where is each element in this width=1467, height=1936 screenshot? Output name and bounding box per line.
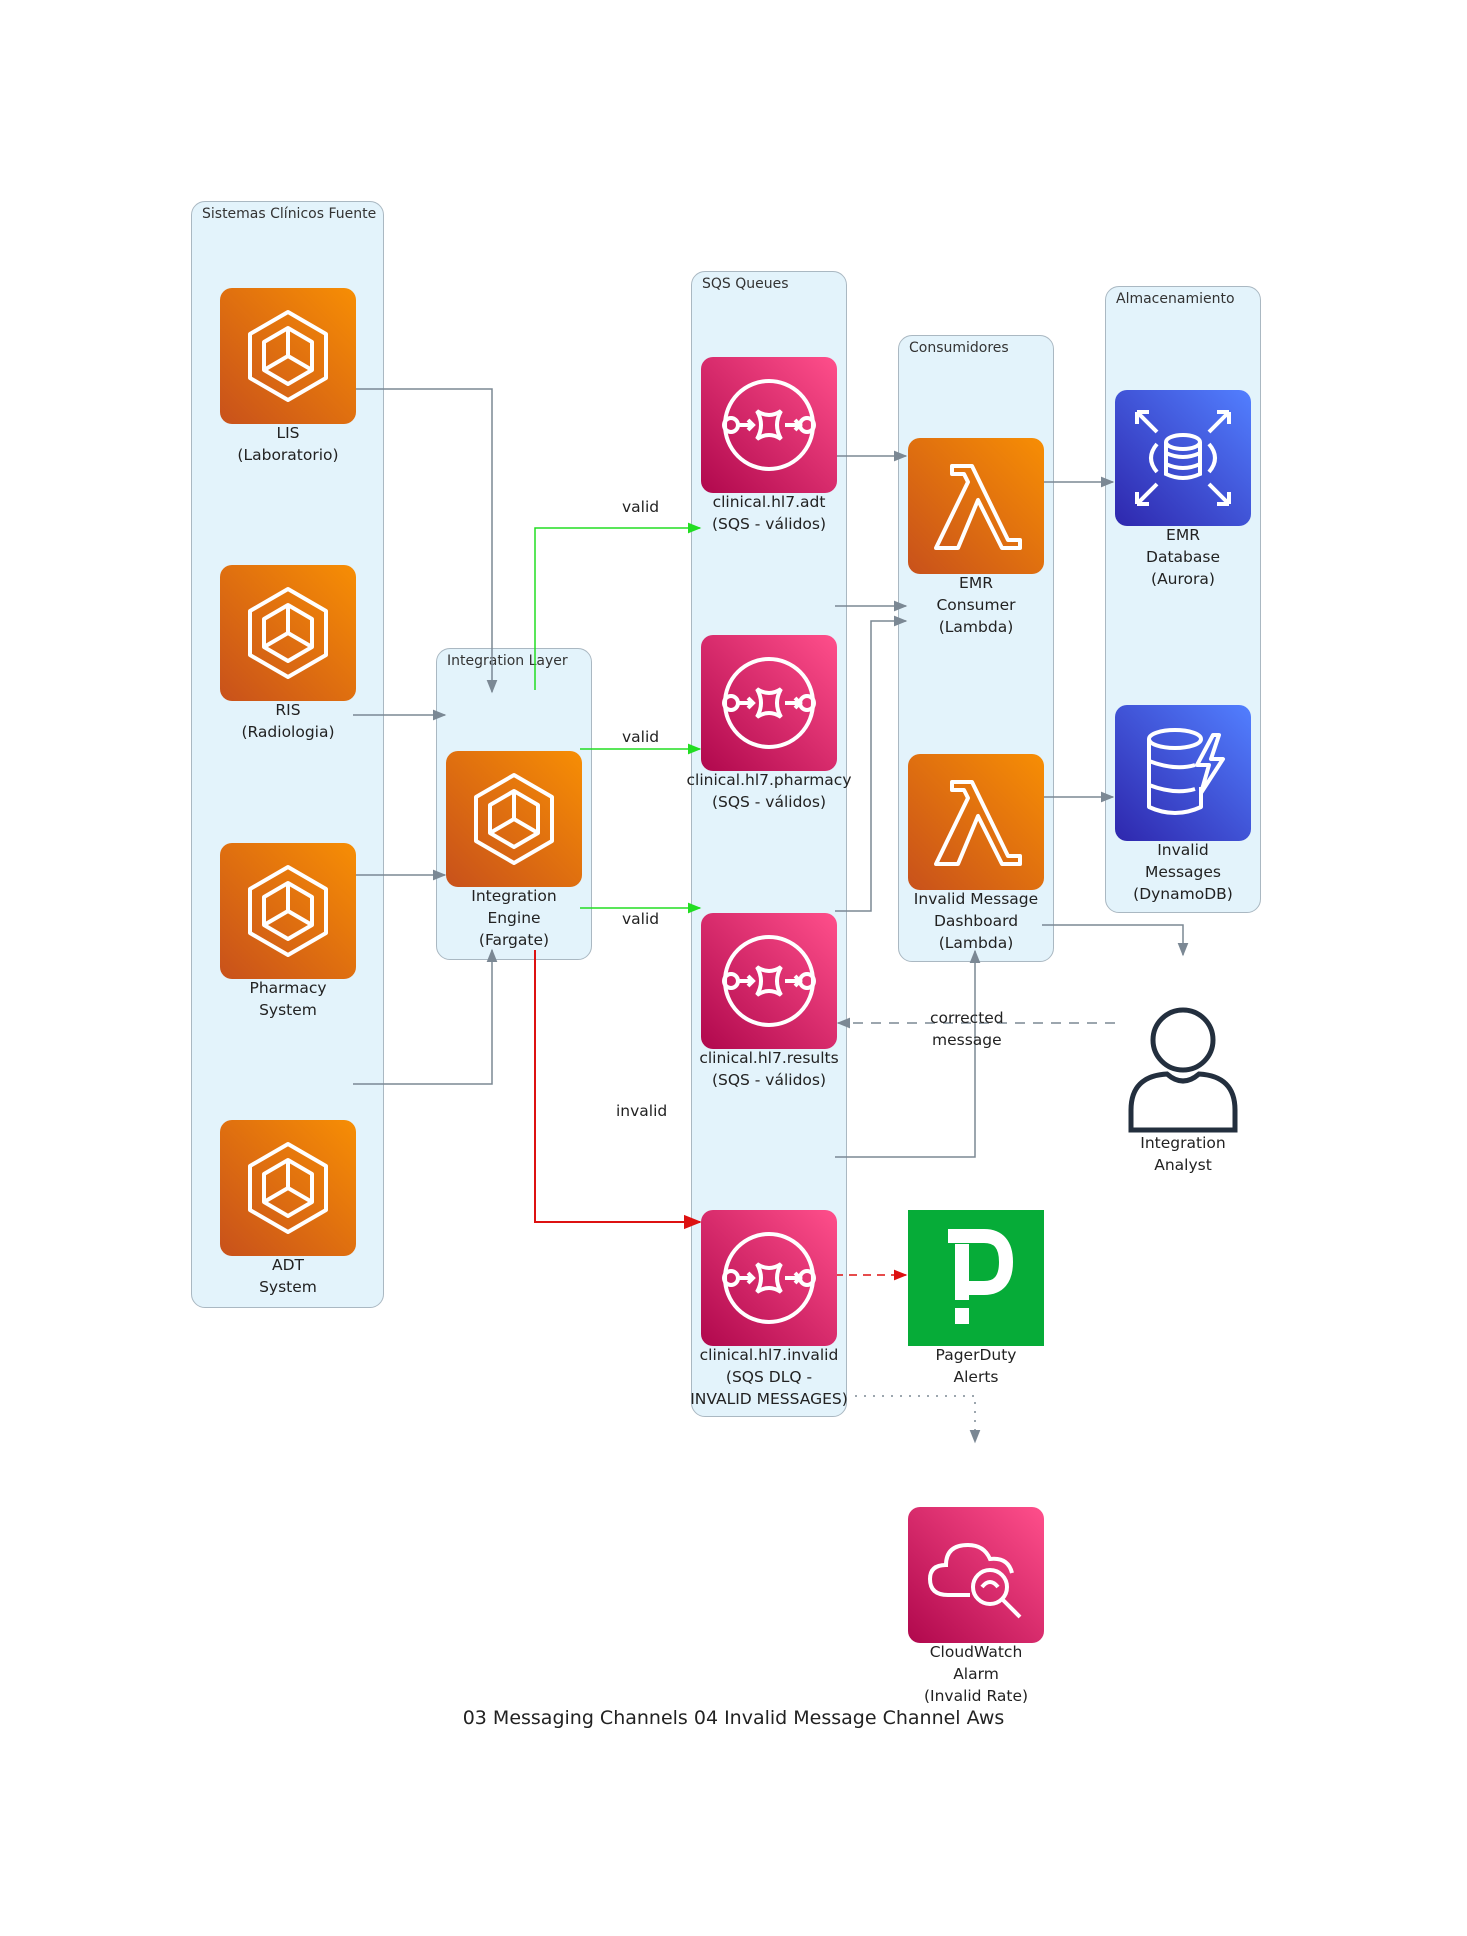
sqs-queue-icon: [701, 635, 837, 771]
edge-adt-engine: [353, 948, 498, 1085]
edge-lis-engine: [353, 388, 498, 694]
user-icon: [1115, 1002, 1251, 1134]
ecs-container-icon: [220, 1120, 356, 1256]
node-queue-pharmacy[interactable]: clinical.hl7.pharmacy(SQS - válidos): [687, 635, 852, 813]
node-ris[interactable]: RIS(Radiologia): [220, 565, 356, 743]
cluster-label: Almacenamiento: [1116, 291, 1235, 307]
edge-qinvalid-dashboard: [835, 949, 981, 1158]
cluster-label: SQS Queues: [702, 276, 789, 292]
ecs-container-icon: [220, 288, 356, 424]
edge-dashboard-analyst: [1042, 924, 1189, 957]
edge-engine-qadt: [534, 522, 702, 690]
aurora-database-icon: [1115, 390, 1251, 526]
edge-label-valid: valid: [622, 910, 660, 928]
ecs-container-icon: [446, 751, 582, 887]
edge-engine-qinvalid: [534, 950, 702, 1230]
lambda-icon: [908, 754, 1044, 890]
sqs-queue-icon: [701, 1210, 837, 1346]
node-lis[interactable]: LIS(Laboratorio): [220, 288, 356, 466]
edge-qresults-emr: [835, 615, 908, 912]
dynamodb-icon: [1115, 705, 1251, 841]
edge-label-invalid: invalid: [616, 1102, 668, 1120]
edge-label-corrected: corrected message: [930, 1009, 1004, 1049]
cluster-label: Sistemas Clínicos Fuente: [202, 206, 377, 222]
ecs-container-icon: [220, 843, 356, 979]
sqs-queue-icon: [701, 913, 837, 1049]
edge-label-valid: valid: [622, 728, 660, 746]
lambda-icon: [908, 438, 1044, 574]
node-queue-adt[interactable]: clinical.hl7.adt(SQS - válidos): [701, 357, 837, 535]
diagram-title: 03 Messaging Channels 04 Invalid Message…: [462, 1707, 1005, 1729]
cluster-label: Consumidores: [909, 340, 1009, 356]
node-queue-invalid[interactable]: clinical.hl7.invalid(SQS DLQ -INVALID ME…: [690, 1210, 848, 1410]
ecs-container-icon: [220, 565, 356, 701]
node-queue-results[interactable]: clinical.hl7.results(SQS - válidos): [699, 913, 839, 1091]
pagerduty-icon: [908, 1210, 1044, 1346]
cloudwatch-icon: [908, 1507, 1044, 1643]
edge-label-valid: valid: [622, 498, 660, 516]
cluster-label: Integration Layer: [447, 653, 568, 669]
sqs-queue-icon: [701, 357, 837, 493]
